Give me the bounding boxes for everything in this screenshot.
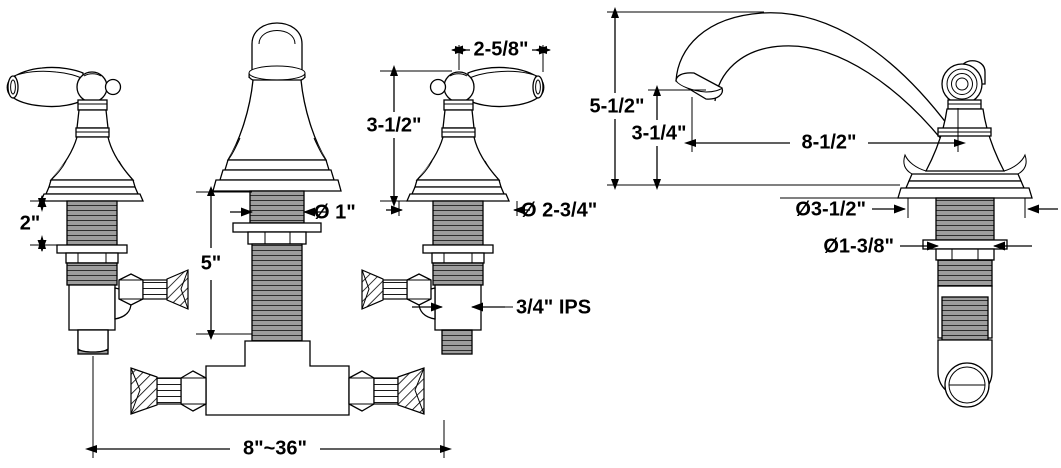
right-handle-lever xyxy=(429,66,545,108)
spout-shank-thread-mid xyxy=(937,259,993,287)
dim-label-dia-2-3-4: Ø 2-3/4" xyxy=(521,199,597,221)
center-mounting-nut xyxy=(247,231,307,245)
center-mounting-washer xyxy=(232,222,322,233)
left-handle-assembly xyxy=(6,66,189,355)
dim-label-dia-1-3-8: Ø1-3/8" xyxy=(823,235,894,257)
center-spout-assembly xyxy=(130,22,425,416)
dim-label-3-1-4: 3-1/4" xyxy=(631,122,686,144)
center-left-hose xyxy=(130,367,158,415)
dim-label-3-1-2: 3-1/2" xyxy=(366,114,421,136)
center-left-hex-nut xyxy=(180,370,207,412)
right-handle-shank-lower xyxy=(432,262,484,286)
handle-mounting-nut xyxy=(56,244,128,264)
right-supply-hose xyxy=(361,269,384,310)
dimension-spread: 8"~36" xyxy=(85,356,452,462)
dimension-dia-3-1-2: Ø3-1/2" xyxy=(780,197,1058,220)
right-handle-assembly xyxy=(361,66,545,355)
right-valve-outlet-thread xyxy=(441,329,473,355)
handle-neck xyxy=(75,109,110,138)
dimension-dia-1-3-8: Ø1-3/8" xyxy=(823,235,1032,257)
handle-shank-lower xyxy=(66,262,118,286)
dimension-3-1-2: 3-1/2" xyxy=(356,65,452,207)
spout-shank-upper xyxy=(935,197,995,241)
right-handle-shank-upper xyxy=(432,200,484,246)
dimension-5-1-2: 5-1/2" xyxy=(578,7,900,190)
handle-base-rings xyxy=(40,179,144,202)
dim-label-spread: 8"~36" xyxy=(243,437,307,459)
left-supply-hose xyxy=(166,269,189,310)
dim-label-5-1-2: 5-1/2" xyxy=(589,95,644,117)
dimension-3-4-ips: 3/4" IPS xyxy=(412,296,591,318)
dim-label-8-1-2: 8-1/2" xyxy=(801,131,856,153)
dim-label-5in: 5" xyxy=(201,252,222,274)
handle-collar xyxy=(77,99,108,111)
dim-label-dia-1in: Ø 1" xyxy=(314,201,356,223)
dimension-2in: 2" xyxy=(20,195,70,252)
dim-label-2in: 2" xyxy=(20,212,41,234)
center-shank-long xyxy=(251,243,303,342)
left-side-hex-nut xyxy=(118,273,144,306)
dimension-2-5-8: 2-5/8" xyxy=(451,38,551,72)
right-hose-ferrule xyxy=(382,279,408,300)
dim-label-3-4-ips: 3/4" IPS xyxy=(516,296,591,318)
dimension-5in: 5" xyxy=(196,186,252,340)
dimension-dia-1in: Ø 1" xyxy=(230,201,356,223)
spout-pivot-cap xyxy=(941,60,986,110)
handle-shank-upper xyxy=(66,200,118,246)
dimension-3-1-4: 3-1/4" xyxy=(620,85,706,190)
dim-label-2-5-8: 2-5/8" xyxy=(473,38,528,60)
spout-shank-thread-lower xyxy=(941,296,989,341)
left-hose-ferrule xyxy=(142,279,168,300)
spout-mounting-washer xyxy=(922,239,1008,250)
spout-side-assembly xyxy=(675,12,1033,408)
spout-mounting-nut xyxy=(935,248,995,261)
dimension-8-1-2: 8-1/2" xyxy=(684,97,966,155)
center-right-hose xyxy=(397,367,425,415)
dim-label-dia-3-1-2: Ø3-1/2" xyxy=(795,198,866,220)
right-side-hex-nut xyxy=(406,273,432,306)
handle-escutcheon xyxy=(49,136,135,181)
center-shank-upper xyxy=(249,190,305,224)
center-right-ferrule xyxy=(373,377,399,405)
spout-tip xyxy=(675,72,724,100)
dimension-dia-2-3-4: Ø 2-3/4" xyxy=(386,199,597,221)
center-left-ferrule xyxy=(156,377,182,405)
center-right-hex-nut xyxy=(348,370,375,412)
